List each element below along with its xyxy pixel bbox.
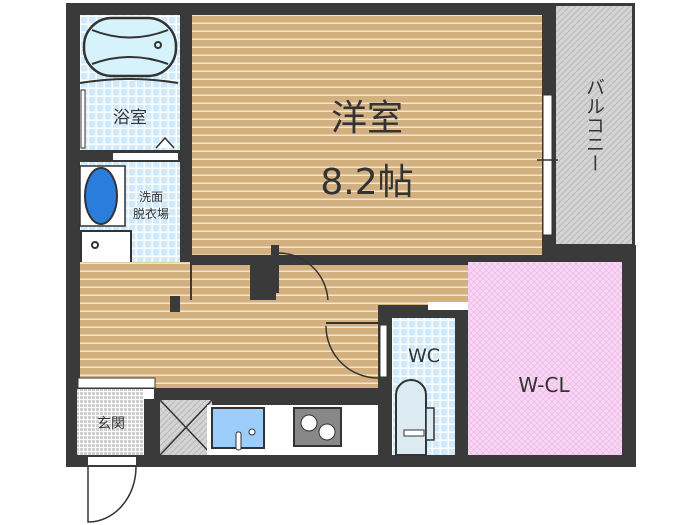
western-room-size: 8.2帖 [320,162,413,203]
toilet-icon [395,379,427,456]
door-swing [277,252,329,304]
hall [80,300,378,388]
washroom-label-2: 脱衣場 [133,206,169,221]
entrance [77,389,144,455]
entrance-label: 玄関 [97,415,125,432]
entry-door [87,466,137,523]
wc-label: WC [408,345,440,367]
sink-icon [84,167,118,225]
walk-in-closet [468,262,622,455]
balcony-label: バルコニー [583,78,605,173]
bathroom-label: 浴室 [113,108,147,128]
bathtub-icon [82,16,178,78]
closet-label: W-CL [518,373,570,397]
stove-icon [293,407,342,447]
balcony [556,6,632,244]
western-room-name: 洋室 [331,98,403,139]
balcony-window [542,94,553,236]
western-room [192,15,542,255]
washroom-label-1: 洗面 [139,190,163,204]
